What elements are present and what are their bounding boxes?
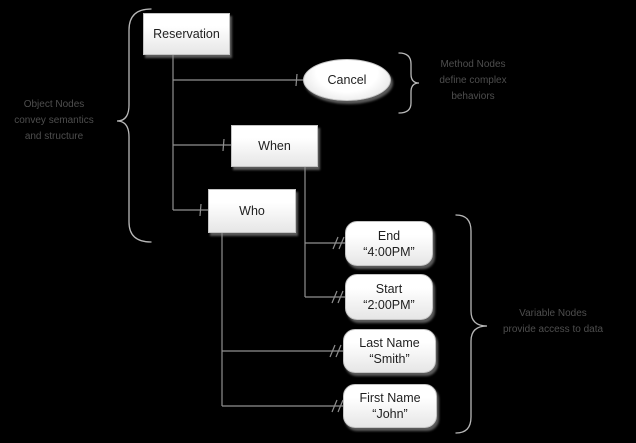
node-last-name: Last Name “Smith” bbox=[343, 329, 436, 373]
annotation-variable-nodes: Variable Nodes provide access to data bbox=[496, 306, 610, 338]
node-who-label: Who bbox=[239, 204, 265, 218]
annotation-object-line3: and structure bbox=[24, 131, 84, 142]
node-end-value: “4:00PM” bbox=[363, 244, 415, 259]
annotation-variable-line1: Variable Nodes bbox=[519, 308, 587, 319]
node-when: When bbox=[231, 125, 318, 167]
node-reservation: Reservation bbox=[143, 13, 230, 55]
annotation-variable-line2: provide access to data bbox=[502, 324, 604, 335]
node-last-name-value: “Smith” bbox=[369, 352, 410, 366]
left-brace bbox=[116, 8, 152, 243]
node-who: Who bbox=[208, 189, 296, 233]
node-first-name: First Name “John” bbox=[343, 384, 437, 428]
method-brace bbox=[398, 52, 420, 114]
node-cancel-label: Cancel bbox=[327, 73, 367, 87]
annotation-object-line1: Object Nodes bbox=[23, 99, 85, 110]
annotation-method-line1: Method Nodes bbox=[440, 59, 506, 70]
node-last-name-label: Last Name bbox=[359, 336, 420, 350]
node-reservation-label: Reservation bbox=[153, 27, 220, 41]
annotation-method-nodes: Method Nodes define complex behaviors bbox=[428, 57, 518, 105]
node-start-label: Start bbox=[375, 282, 403, 296]
annotation-object-line2: convey semantics bbox=[14, 115, 94, 126]
node-start: Start “2:00PM” bbox=[345, 274, 433, 320]
node-first-name-value: “John” bbox=[372, 407, 408, 421]
annotation-method-line3: behaviors bbox=[451, 91, 495, 102]
connector-tick-marks bbox=[199, 73, 345, 413]
annotation-object-nodes: Object Nodes convey semantics and struct… bbox=[2, 97, 106, 145]
annotation-method-line2: define complex bbox=[439, 75, 507, 86]
node-end-label: End bbox=[377, 228, 401, 243]
node-when-label: When bbox=[258, 139, 291, 153]
node-end: End “4:00PM” bbox=[345, 221, 433, 266]
node-first-name-label: First Name bbox=[359, 391, 421, 405]
tree-connectors bbox=[172, 55, 346, 407]
variable-brace bbox=[455, 214, 488, 434]
node-start-value: “2:00PM” bbox=[363, 298, 415, 312]
node-cancel: Cancel bbox=[303, 59, 391, 101]
